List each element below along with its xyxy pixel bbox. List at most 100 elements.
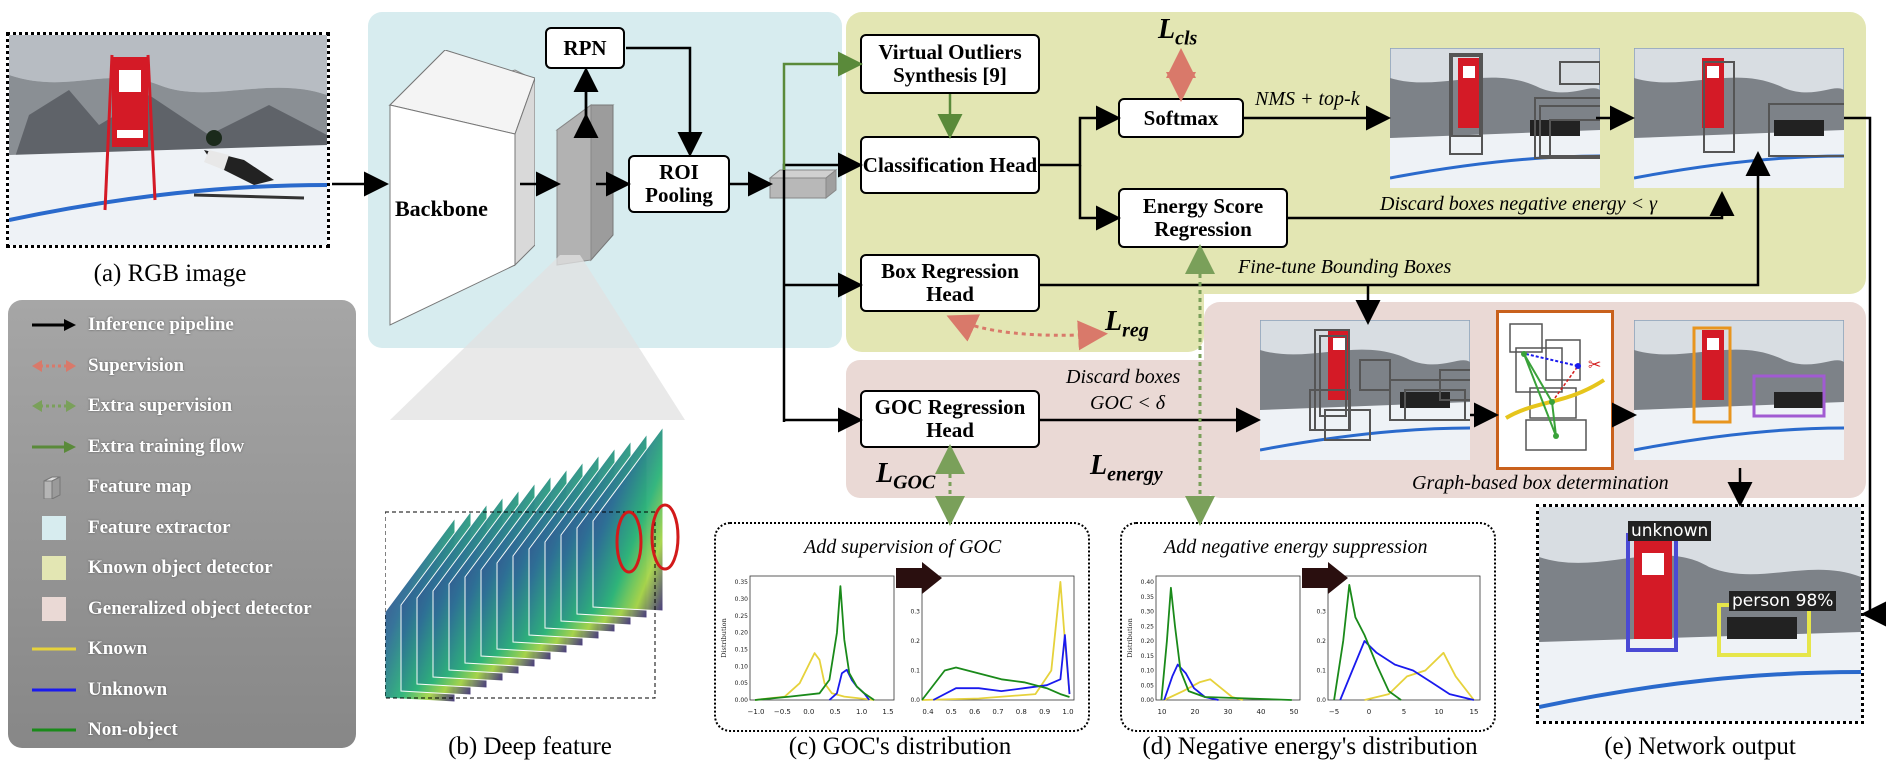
plot-area <box>1155 575 1301 701</box>
legend-label: Generalized object detector <box>88 597 312 619</box>
detection-raw-image <box>1390 48 1600 188</box>
legend-label: Non-object <box>88 719 178 740</box>
y-tick-label: 0.15 <box>735 647 749 654</box>
legend-label: Unknown <box>88 678 168 700</box>
unknown-tag: unknown <box>1628 521 1712 541</box>
legend-symbol <box>30 313 78 337</box>
rgb-image <box>6 32 330 248</box>
svg-text:✂: ✂ <box>1588 355 1601 374</box>
y-tick-label: 0.20 <box>1141 638 1155 645</box>
legend-item: Unknown <box>30 675 167 705</box>
legend-symbol <box>30 556 78 580</box>
vos-block: Virtual Outliers Synthesis [9] <box>860 34 1040 94</box>
legend-symbol <box>30 515 78 540</box>
loss-energy: Lenergy <box>1090 450 1163 486</box>
x-tick-label: 0.7 <box>992 708 1003 716</box>
x-tick-label: 0.5 <box>830 708 841 716</box>
y-tick-label: 0.0 <box>1316 697 1326 704</box>
x-tick-label: 0.4 <box>922 708 934 716</box>
person-tag: person 98% <box>1729 591 1837 611</box>
legend-label: Known <box>88 638 148 659</box>
x-tick-label: 1.0 <box>1062 708 1073 716</box>
y-tick-label: 0.15 <box>1141 653 1155 660</box>
softmax-block: Softmax <box>1118 98 1244 138</box>
y-tick-label: 0.30 <box>1141 609 1155 616</box>
legend-label: Feature map <box>88 476 192 497</box>
x-tick-label: −5 <box>1329 708 1339 716</box>
legend-symbol <box>30 475 78 499</box>
distribution-series-line <box>932 634 1071 701</box>
x-tick-label: 0.6 <box>969 708 981 716</box>
y-tick-label: 0.35 <box>1141 594 1155 601</box>
x-tick-label: 10 <box>1158 708 1167 716</box>
feature-map-icon <box>555 104 615 266</box>
backbone-shape <box>388 50 535 326</box>
y-tick-label: 0.20 <box>735 630 749 637</box>
x-tick-label: −0.5 <box>774 708 791 716</box>
legend-symbol <box>30 354 78 378</box>
detection-box <box>1752 374 1826 418</box>
distribution-series-line <box>1333 583 1402 701</box>
goc-transform-arrow <box>896 562 942 594</box>
legend-label: Feature extractor <box>88 516 231 538</box>
detection-box <box>1534 97 1600 159</box>
y-tick-label: 0.00 <box>735 697 749 704</box>
deep-feature-projection <box>390 255 685 420</box>
loss-reg: Lreg <box>1105 306 1149 342</box>
x-tick-label: 30 <box>1224 708 1233 716</box>
graph-result-image <box>1634 320 1844 460</box>
x-tick-label: 1.5 <box>882 708 893 716</box>
distribution-series-line <box>1163 678 1244 701</box>
y-tick-label: 0.0 <box>910 697 920 704</box>
y-tick-label: 0.3 <box>910 609 920 616</box>
y-tick-label: 0.10 <box>1141 668 1155 675</box>
legend-item: Extra training flow <box>30 432 244 462</box>
y-tick-label: 0.25 <box>1141 623 1155 630</box>
legend-label: Supervision <box>88 354 185 376</box>
loss-cls: Lcls <box>1158 14 1198 50</box>
x-tick-label: 0 <box>1367 708 1371 716</box>
chart-goc-after: 0.40.50.60.70.80.91.00.00.10.20.30.4 <box>910 575 1075 716</box>
legend-label: Inference pipeline <box>88 314 234 335</box>
legend-item: Extra supervision <box>30 391 232 421</box>
x-tick-label: 10 <box>1435 708 1444 716</box>
plot-area <box>749 575 895 701</box>
legend-symbol <box>30 678 78 702</box>
x-tick-label: 50 <box>1290 708 1299 716</box>
finetune-label: Fine-tune Bounding Boxes <box>1238 256 1452 278</box>
x-tick-label: 5 <box>1402 708 1406 716</box>
rpn-block: RPN <box>545 27 625 69</box>
legend-symbol <box>30 394 78 418</box>
x-tick-label: −1.0 <box>748 708 765 716</box>
distribution-series-line <box>1364 651 1475 701</box>
detection-box <box>1324 409 1371 441</box>
add-goc-label: Add supervision of GOC <box>804 536 1002 558</box>
y-axis-label: Distribution <box>720 618 728 658</box>
legend-label: Extra training flow <box>88 435 245 457</box>
caption-energy: (d) Negative energy's distribution <box>1142 733 1478 760</box>
y-tick-label: 0.05 <box>735 680 749 687</box>
legend-item: Feature extractor <box>30 513 231 543</box>
distribution-series-line <box>1160 586 1292 701</box>
detection-box <box>1449 53 1483 155</box>
detection-box <box>1768 103 1844 157</box>
y-tick-label: 0.1 <box>1316 668 1326 675</box>
legend-symbol <box>30 596 78 621</box>
box-regression-head-block: Box Regression Head <box>860 254 1040 312</box>
y-tick-label: 0.25 <box>735 613 749 620</box>
energy-regression-block: Energy Score Regression <box>1118 188 1288 248</box>
deep-feature-stack <box>385 425 680 702</box>
legend-item: Generalized object detector <box>30 594 312 624</box>
y-tick-label: 0.40 <box>1141 579 1155 586</box>
distribution-series-line <box>1339 640 1475 701</box>
add-energy-label: Add negative energy suppression <box>1164 536 1428 558</box>
backbone-label: Backbone <box>395 196 488 221</box>
y-axis-label: Distribution <box>1126 618 1134 658</box>
legend-item: Feature map <box>30 472 192 502</box>
goc-boxes-image <box>1260 320 1470 460</box>
legend-item: Supervision <box>30 351 184 381</box>
roi-pooling-block: ROI Pooling <box>628 155 730 213</box>
y-tick-label: 0.3 <box>1316 609 1326 616</box>
